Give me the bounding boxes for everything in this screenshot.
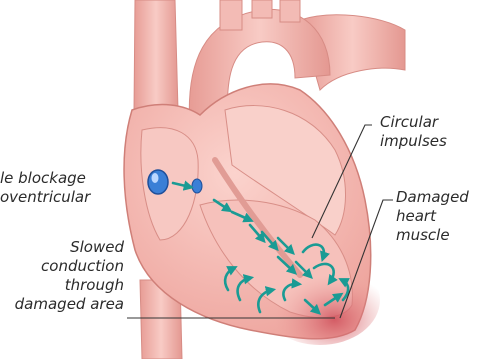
av-node [148, 170, 168, 194]
label-damaged-heart-muscle: Damaged heart muscle [396, 188, 469, 245]
label-line: le blockage [0, 169, 90, 188]
label-line: Slowed [0, 238, 124, 257]
label-line: muscle [396, 226, 469, 245]
label-line: Damaged [396, 188, 469, 207]
label-line: oventricular [0, 188, 90, 207]
label-line: conduction [0, 257, 124, 276]
label-line: Circular [380, 113, 447, 132]
arch-branch-1 [220, 0, 242, 30]
superior-vena-cava [134, 0, 178, 112]
label-line: through [0, 276, 124, 295]
arch-branch-2 [252, 0, 272, 18]
label-line: heart [396, 207, 469, 226]
label-line: damaged area [0, 295, 124, 314]
label-partial-blockage: le blockage oventricular [0, 169, 90, 207]
label-slowed-conduction: Slowed conduction through damaged area [0, 238, 124, 314]
label-line: impulses [380, 132, 447, 151]
damaged-area [260, 255, 380, 345]
conduction-node-2 [192, 179, 202, 193]
node-highlight [152, 173, 159, 183]
label-circular-impulses: Circular impulses [380, 113, 447, 151]
arch-branch-3 [280, 0, 300, 22]
